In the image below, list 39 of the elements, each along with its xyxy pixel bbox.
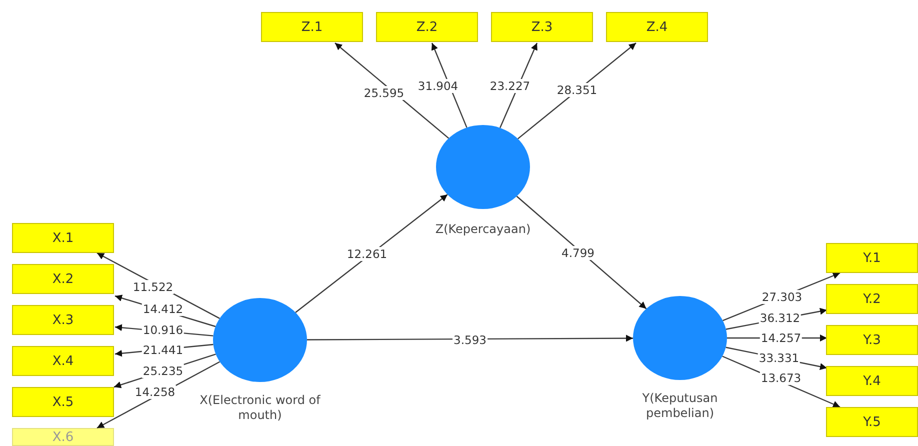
indicator-box: X.6 bbox=[12, 428, 114, 446]
edge-label: 36.312 bbox=[758, 311, 802, 325]
edge-label: 25.595 bbox=[362, 86, 406, 100]
edge-label: 25.235 bbox=[142, 364, 184, 378]
construct-label: Z(Kepercayaan) bbox=[434, 222, 532, 237]
edge-label: 12.261 bbox=[346, 247, 388, 261]
indicator-box: Z.2 bbox=[376, 12, 478, 42]
edge-label: 13.673 bbox=[760, 371, 802, 385]
construct-label: Y(Keputusan pembelian) bbox=[641, 391, 719, 421]
indicator-box: Z.1 bbox=[261, 12, 363, 42]
edge-label: 4.799 bbox=[560, 246, 596, 260]
indicator-box: X.5 bbox=[12, 387, 114, 417]
edge-label: 27.303 bbox=[760, 290, 804, 304]
edge-label: 28.351 bbox=[556, 83, 598, 97]
edge-label: 14.258 bbox=[134, 385, 176, 399]
indicator-box: Y.4 bbox=[826, 366, 918, 396]
edge-label: 31.904 bbox=[416, 79, 460, 93]
arrow bbox=[295, 194, 448, 313]
edge-label: 3.593 bbox=[452, 333, 488, 347]
indicator-box: Y.1 bbox=[826, 243, 918, 273]
edge-label: 10.916 bbox=[142, 323, 184, 337]
indicator-box: Y.5 bbox=[826, 407, 918, 437]
indicator-box: Y.3 bbox=[826, 325, 918, 355]
indicator-box: X.3 bbox=[12, 305, 114, 335]
arrow bbox=[516, 196, 647, 310]
edge-label: 33.331 bbox=[758, 351, 800, 365]
construct-label: X(Electronic word of mouth) bbox=[198, 393, 322, 423]
edge-label: 23.227 bbox=[488, 79, 532, 93]
arrow bbox=[307, 334, 633, 342]
indicator-box: X.2 bbox=[12, 264, 114, 294]
indicator-box: Z.4 bbox=[606, 12, 708, 42]
edge-label: 14.257 bbox=[760, 331, 802, 345]
indicator-box: X.1 bbox=[12, 223, 114, 253]
indicator-box: Z.3 bbox=[491, 12, 593, 42]
indicator-box: Y.2 bbox=[826, 284, 918, 314]
edge-label: 21.441 bbox=[142, 343, 184, 357]
edge-label: 11.522 bbox=[132, 280, 174, 294]
edge-label: 14.412 bbox=[142, 302, 184, 316]
indicator-box: X.4 bbox=[12, 346, 114, 376]
